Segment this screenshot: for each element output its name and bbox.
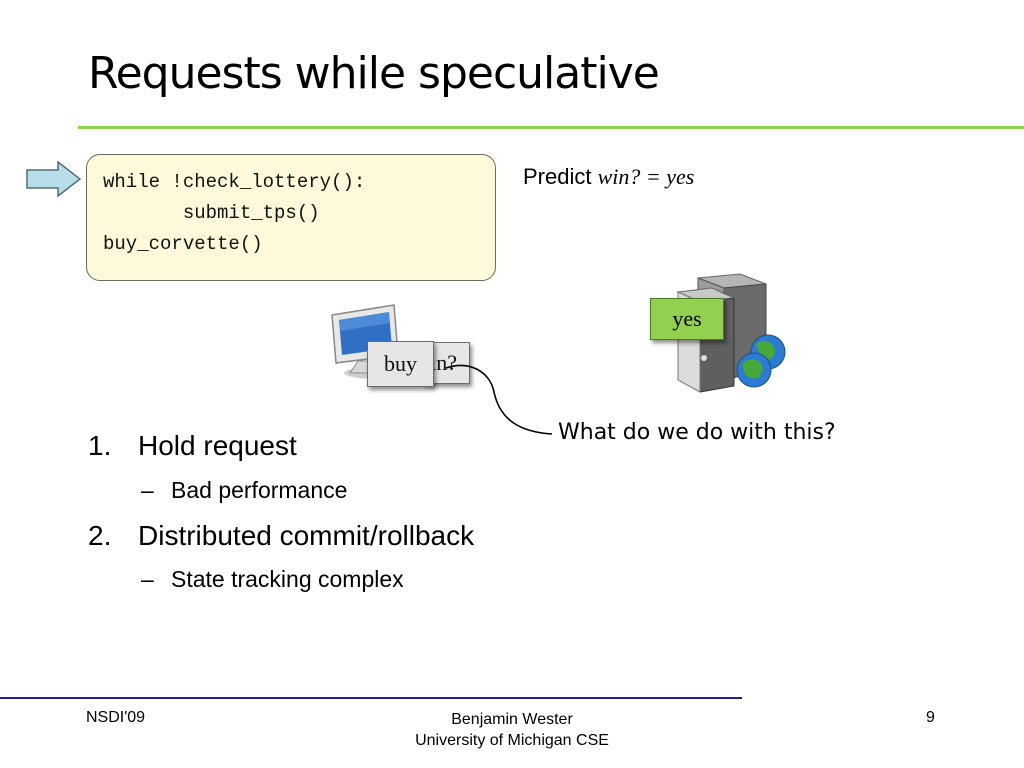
code-line-2: submit_tps() [103, 202, 320, 224]
code-line-1: while !check_lottery(): [103, 171, 366, 193]
yes-response-label: yes [672, 306, 702, 331]
footer-rule [0, 697, 742, 699]
code-line-3: buy_corvette() [103, 233, 263, 255]
sub-bullet-dash: – [141, 566, 154, 592]
callout-text: What do we do with this? [558, 420, 836, 445]
sub-item-bad-performance: Bad performance [171, 477, 348, 503]
title-underline [78, 126, 1024, 129]
yes-response-card: yes [650, 298, 724, 340]
pointer-arrow-icon [26, 161, 82, 197]
buy-request-card: buy [367, 341, 434, 387]
footer-author-name: Benjamin Wester [451, 711, 573, 728]
sub-item-state-tracking: State tracking complex [171, 566, 404, 592]
buy-request-label: buy [384, 351, 417, 376]
footer-author: Benjamin Wester University of Michigan C… [312, 709, 712, 751]
footer-conference: NSDI'09 [86, 709, 146, 726]
list-item-hold-request: Hold request [138, 430, 297, 461]
sub-bullet-dash: – [141, 477, 154, 503]
predict-formula: win? = yes [597, 164, 695, 189]
slide-title: Requests while speculative [88, 48, 660, 99]
list-number-1: 1. [88, 430, 112, 461]
slide-number: 9 [926, 709, 935, 726]
footer-affiliation: University of Michigan CSE [415, 732, 609, 749]
list-number-2: 2. [88, 520, 112, 551]
list-item-distributed-commit: Distributed commit/rollback [138, 520, 475, 551]
code-box: while !check_lottery(): submit_tps() buy… [86, 154, 496, 281]
predict-label: Predict [523, 164, 592, 189]
predict-text: Predict win? = yes [523, 164, 694, 190]
